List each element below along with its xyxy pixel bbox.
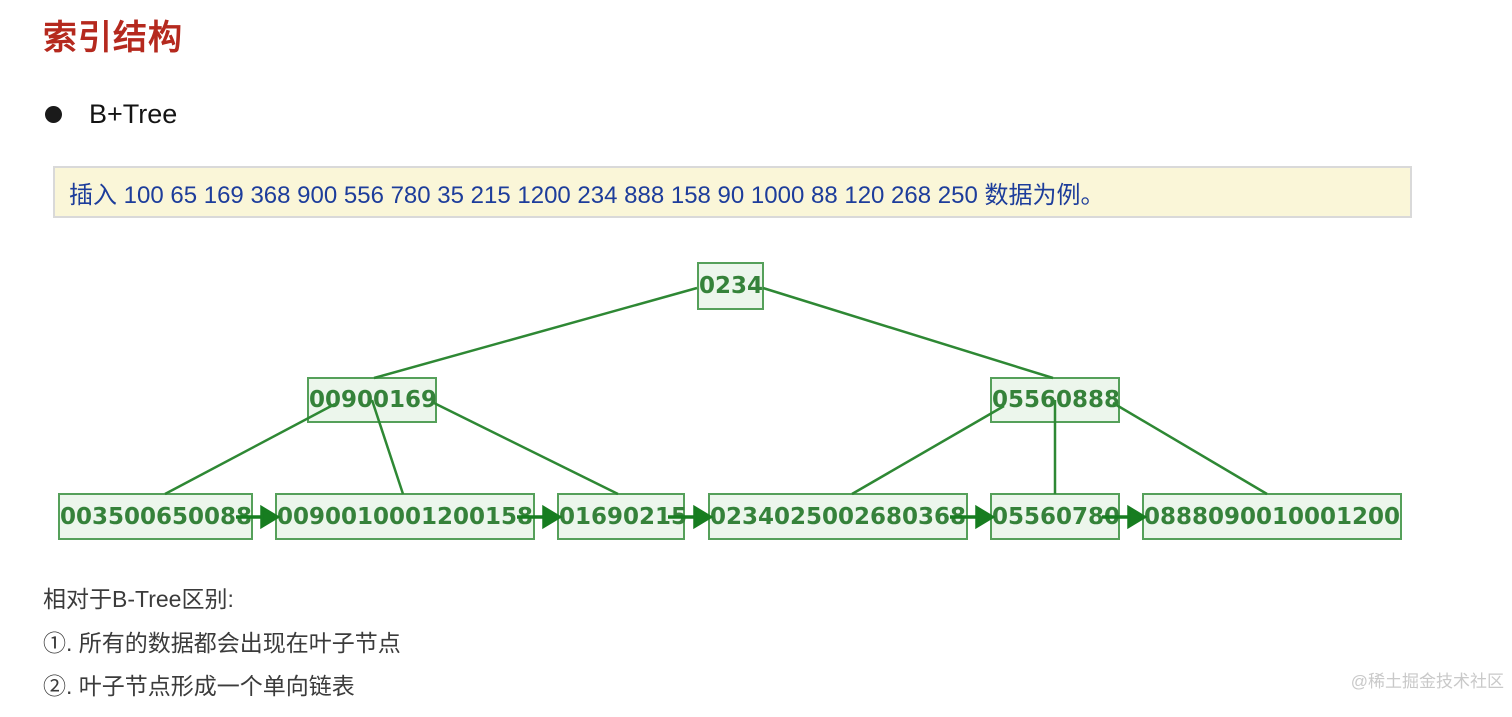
page-title: 索引结构	[43, 19, 183, 57]
bullet-item-bptree: B+Tree	[45, 99, 177, 130]
insert-example-text: 插入 100 65 169 368 900 556 780 35 215 120…	[69, 181, 1105, 209]
tree-key: 0215	[623, 503, 688, 530]
tree-node-root: 0234	[697, 262, 764, 310]
tree-key: 0556	[992, 503, 1057, 530]
tree-key: 1200	[1336, 503, 1401, 530]
tree-key: 0090	[309, 387, 374, 413]
tree-key: 0556	[992, 387, 1057, 413]
tree-key: 0100	[341, 503, 406, 530]
tree-node-leaf-4: 0234 0250 0268 0368	[708, 493, 968, 540]
tree-key: 0250	[774, 503, 839, 530]
tree-node-leaf-5: 0556 0780	[990, 493, 1120, 540]
tree-key: 0090	[277, 503, 342, 530]
bullet-label: B+Tree	[89, 99, 178, 129]
insert-example-note: 插入 100 65 169 368 900 556 780 35 215 120…	[53, 166, 1412, 218]
tree-key: 0169	[559, 503, 624, 530]
btree-difference-notes: 相对于B-Tree区别: ①. 所有的数据都会出现在叶子节点 ②. 叶子节点形成…	[43, 586, 401, 717]
tree-key: 0780	[1056, 503, 1121, 530]
edge-root-to-left-internal	[373, 286, 698, 380]
tree-node-leaf-3: 0169 0215	[557, 493, 688, 540]
tree-key: 0888	[1144, 503, 1209, 530]
tree-key: 0268	[838, 503, 903, 530]
tree-key: 0888	[1056, 387, 1121, 413]
tree-key: 0035	[60, 503, 125, 530]
tree-key: 0088	[188, 503, 253, 530]
tree-node-leaf-1: 0035 0065 0088	[58, 493, 253, 540]
watermark: @稀土掘金技术社区	[1350, 672, 1504, 691]
tree-node-internal-right: 0556 0888	[990, 377, 1120, 423]
tree-key: 1000	[1272, 503, 1337, 530]
diff-point-2: ②. 叶子节点形成一个单向链表	[43, 673, 355, 700]
edge-right-internal-to-leaf-4	[851, 404, 1005, 496]
bullet-icon	[45, 106, 62, 123]
tree-key: 0158	[469, 503, 534, 530]
tree-key: 0900	[1208, 503, 1273, 530]
diff-heading: 相对于B-Tree区别:	[43, 586, 234, 612]
edge-right-internal-to-leaf-6	[1112, 401, 1268, 496]
tree-node-internal-left: 0090 0169	[307, 377, 437, 423]
edge-left-internal-to-leaf-3	[433, 401, 619, 496]
tree-key: 0368	[902, 503, 967, 530]
tree-key: 0234	[710, 503, 775, 530]
tree-key: 0120	[405, 503, 470, 530]
edge-root-to-right-internal	[762, 286, 1054, 380]
tree-node-leaf-2: 0090 0100 0120 0158	[275, 493, 535, 540]
tree-key: 0234	[699, 273, 764, 299]
tree-key: 0065	[124, 503, 189, 530]
tree-node-leaf-6: 0888 0900 1000 1200	[1142, 493, 1402, 540]
diff-point-1: ①. 所有的数据都会出现在叶子节点	[43, 629, 401, 656]
tree-key: 0169	[373, 387, 438, 413]
